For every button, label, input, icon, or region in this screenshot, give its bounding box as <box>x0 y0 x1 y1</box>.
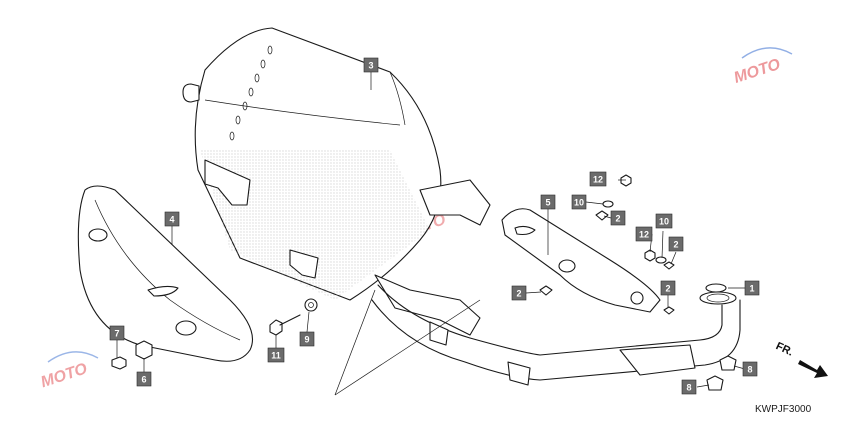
callout-8-right: 8 <box>742 361 758 377</box>
muffler-protector <box>77 185 254 362</box>
exhaust-pipe <box>371 284 741 386</box>
watermark-text: MOTO <box>39 360 90 391</box>
watermark-logo-bottom-left: MOTO <box>39 351 99 391</box>
diagram-code: KWPJF3000 <box>755 404 812 415</box>
callout-number: 2 <box>665 284 670 294</box>
leader-lines <box>116 71 746 388</box>
callout-number: 5 <box>545 198 550 208</box>
callout-1: 1 <box>744 280 760 296</box>
callout-2-left: 2 <box>511 285 527 301</box>
washer-9 <box>304 298 318 312</box>
callout-10-right: 10 <box>655 213 673 229</box>
callout-number: 1 <box>749 284 754 294</box>
washer-10b <box>655 256 667 264</box>
screw-7 <box>111 356 127 370</box>
callout-12-top: 12 <box>589 171 607 187</box>
callout-number: 2 <box>673 240 678 250</box>
nut-2a <box>539 285 553 296</box>
front-direction-indicator: FR. <box>774 340 828 378</box>
callout-number: 2 <box>615 214 620 224</box>
reference-lines <box>334 289 481 396</box>
callout-number: 2 <box>516 289 521 299</box>
callout-6: 6 <box>136 371 152 387</box>
gasket-1 <box>705 283 727 293</box>
callout-11: 11 <box>267 347 285 363</box>
callout-8-left: 8 <box>681 379 697 395</box>
callout-number: 12 <box>639 230 649 240</box>
bolt-12a <box>620 174 632 187</box>
nut-6 <box>135 340 153 360</box>
callout-2-bracket-top: 2 <box>610 210 626 226</box>
callout-number: 10 <box>659 217 669 227</box>
callout-2-right-bottom: 2 <box>660 280 676 296</box>
hardware <box>111 174 737 391</box>
callout-number: 6 <box>141 375 146 385</box>
callout-4: 4 <box>164 211 180 227</box>
callout-9: 9 <box>299 331 315 347</box>
watermark-logo-top-right: MOTO <box>732 47 793 87</box>
callout-2-right-top: 2 <box>668 236 684 252</box>
muffler <box>182 27 491 336</box>
callout-number: 10 <box>574 198 584 208</box>
callout-number: 3 <box>368 61 373 71</box>
flange-bolt <box>269 319 283 336</box>
callout-number: 9 <box>304 335 309 345</box>
watermark-text: MOTO <box>732 56 783 87</box>
callout-3: 3 <box>363 57 379 73</box>
nut-2c <box>663 261 675 270</box>
washer-10a <box>602 200 614 208</box>
nut-2b <box>595 210 609 221</box>
callout-5: 5 <box>540 194 556 210</box>
nut-8b <box>706 375 724 391</box>
callout-10-left: 10 <box>571 194 587 210</box>
callout-number: 7 <box>114 329 119 339</box>
callout-12-right: 12 <box>635 226 653 242</box>
callout-number: 11 <box>271 351 281 361</box>
callout-number: 8 <box>747 365 752 375</box>
muffler-bracket <box>501 208 661 313</box>
callout-number: 4 <box>169 215 174 225</box>
callout-number: 8 <box>686 383 691 393</box>
front-label: FR. <box>774 340 795 358</box>
muffler-perforations <box>229 45 273 141</box>
callout-number: 12 <box>593 175 603 185</box>
nut-2d <box>663 306 675 315</box>
callout-7: 7 <box>109 325 125 341</box>
nut-8a <box>719 355 737 371</box>
front-arrow-icon <box>798 360 828 378</box>
